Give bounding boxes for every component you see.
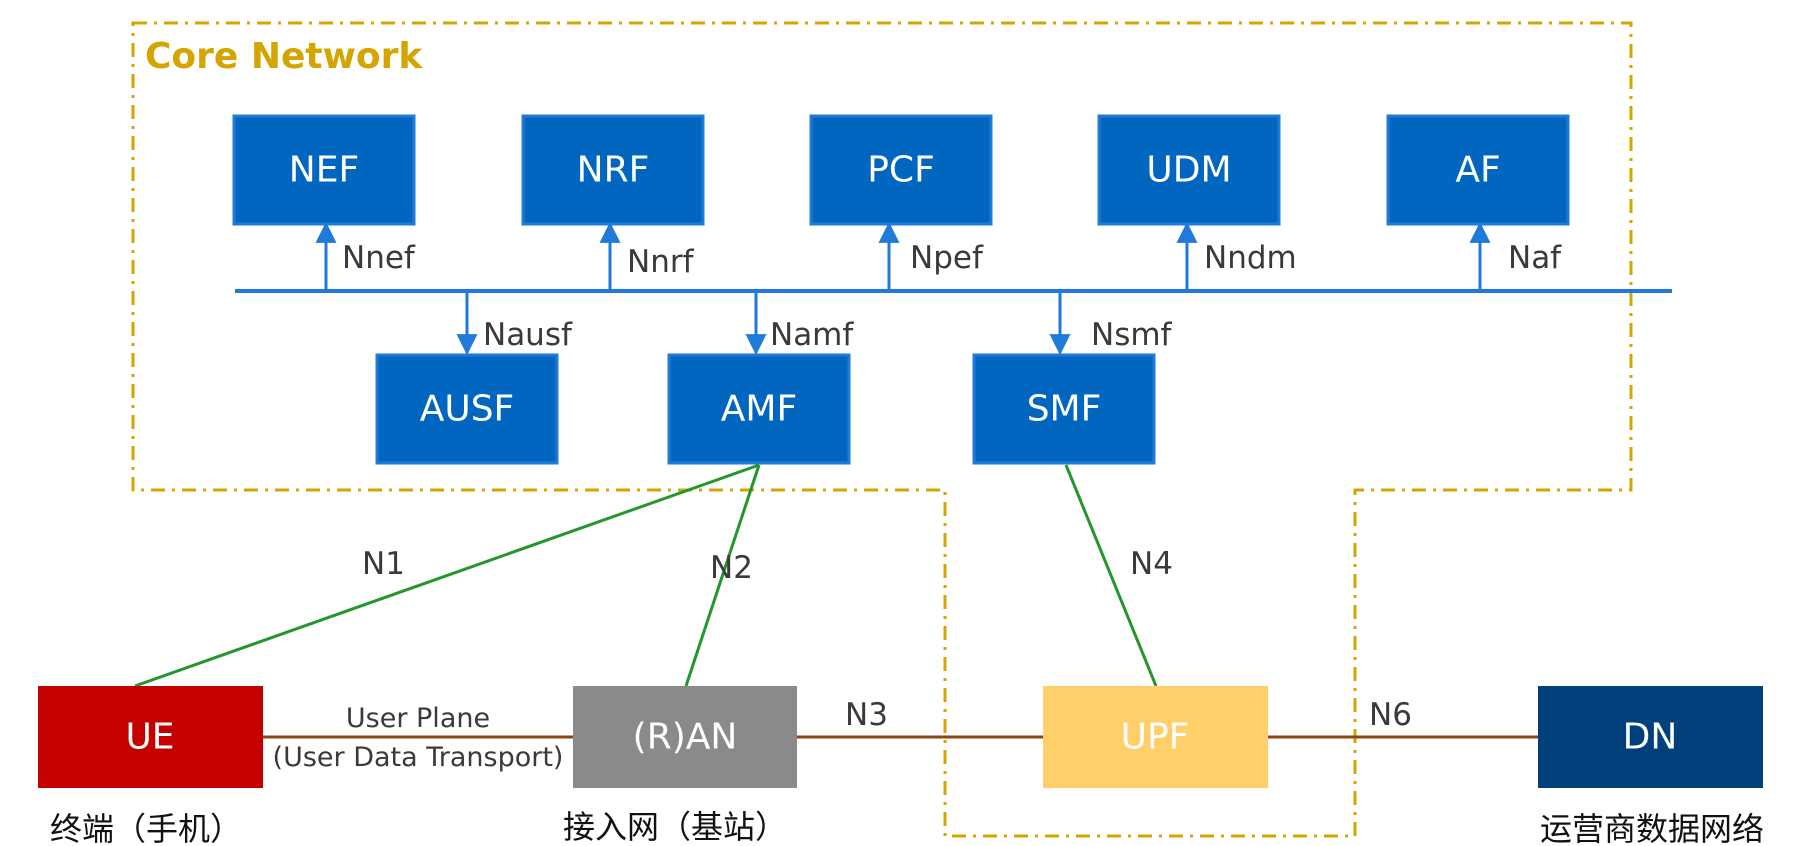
nrf-node[interactable]: NRF — [521, 114, 705, 226]
amf-node[interactable]: AMF — [667, 353, 851, 465]
n1-label: N1 — [362, 546, 405, 582]
npef-label: Npef — [910, 240, 984, 276]
pcf-label: PCF — [867, 150, 935, 191]
nnrf-label: Nnrf — [627, 244, 695, 280]
smf-label: SMF — [1027, 389, 1102, 430]
user-data-transport-label: (User Data Transport) — [273, 742, 564, 773]
ausf-label: AUSF — [420, 389, 515, 430]
nef-label: NEF — [289, 150, 359, 191]
amf-label: AMF — [721, 389, 797, 430]
ran-label: (R)AN — [633, 717, 738, 758]
ran-caption: 接入网（基站） — [563, 808, 787, 846]
user-plane-label: User Plane — [346, 703, 490, 734]
udm-node[interactable]: UDM — [1097, 114, 1281, 226]
nausf-label: Nausf — [483, 317, 573, 353]
pcf-node[interactable]: PCF — [809, 114, 993, 226]
nef-node[interactable]: NEF — [232, 114, 416, 226]
dn-node[interactable]: DN — [1538, 686, 1763, 788]
nrf-label: NRF — [577, 150, 650, 191]
n1-link — [134, 463, 760, 688]
n4-label: N4 — [1130, 546, 1173, 582]
dn-label: DN — [1623, 717, 1678, 758]
nnef-label: Nnef — [342, 240, 416, 276]
ue-caption: 终端（手机） — [50, 810, 242, 846]
udm-label: UDM — [1146, 150, 1231, 191]
n3-label: N3 — [845, 697, 888, 733]
ue-node[interactable]: UE — [38, 686, 263, 788]
namf-label: Namf — [770, 317, 854, 353]
ausf-node[interactable]: AUSF — [375, 353, 559, 465]
ue-label: UE — [125, 717, 174, 758]
smf-node[interactable]: SMF — [972, 353, 1156, 465]
core-network-title: Core Network — [145, 36, 423, 77]
n2-link — [684, 464, 761, 687]
af-label: AF — [1455, 150, 1500, 191]
n2-label: N2 — [710, 550, 753, 586]
dn-caption: 运营商数据网络 — [1540, 810, 1764, 846]
nndm-label: Nndm — [1204, 240, 1297, 276]
n6-label: N6 — [1369, 697, 1412, 733]
upf-node[interactable]: UPF — [1043, 686, 1268, 788]
n4-link — [1064, 464, 1158, 687]
ran-node[interactable]: (R)AN — [573, 686, 797, 788]
nsmf-label: Nsmf — [1091, 317, 1173, 353]
upf-label: UPF — [1121, 717, 1190, 758]
naf-label: Naf — [1508, 240, 1562, 276]
core-network-boundary — [131, 21, 1633, 838]
af-node[interactable]: AF — [1386, 114, 1570, 226]
